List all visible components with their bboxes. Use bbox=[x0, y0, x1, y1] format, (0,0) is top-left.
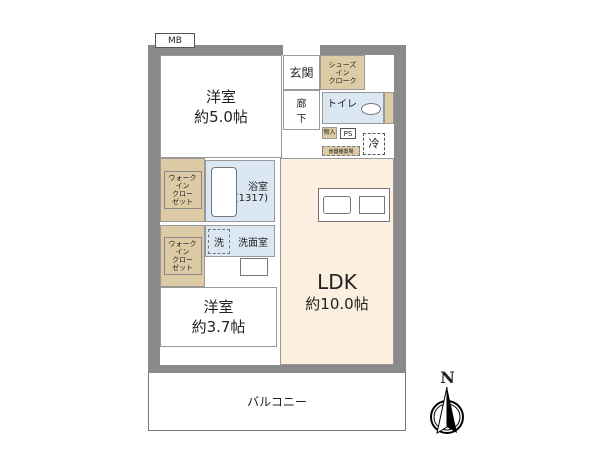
wall-top-right bbox=[320, 45, 406, 55]
sink-icon bbox=[240, 258, 268, 276]
label: 物入 bbox=[323, 129, 336, 136]
label: クローク bbox=[328, 76, 357, 85]
label: ウォーク bbox=[168, 174, 197, 182]
label: イン bbox=[175, 182, 190, 190]
label: ウォーク bbox=[168, 240, 197, 248]
entrance-label: 玄関 bbox=[289, 66, 314, 80]
walk-in-closet-1: ウォークインクローゼット bbox=[160, 158, 205, 222]
label: シューズ bbox=[328, 60, 357, 69]
label: 冷 bbox=[368, 137, 380, 150]
bath-size: (1317) bbox=[234, 193, 268, 204]
dish-rack: 食器棚置場 bbox=[322, 146, 360, 156]
balcony-label: バルコニー bbox=[247, 395, 307, 409]
label: イン bbox=[175, 248, 190, 256]
toilet-shelf bbox=[384, 92, 394, 124]
washer-space: 洗 bbox=[208, 229, 230, 254]
label: 廊 bbox=[296, 99, 307, 110]
label: ゼット bbox=[172, 198, 193, 206]
western-room-1: 洋室 約5.0帖 bbox=[160, 55, 282, 158]
pipe-space: PS bbox=[340, 128, 356, 139]
mb-box: MB bbox=[155, 33, 195, 48]
wall-top bbox=[148, 45, 283, 55]
room-size: 約5.0帖 bbox=[194, 107, 248, 126]
bath-name: 浴室 bbox=[248, 182, 268, 193]
label: 下 bbox=[296, 114, 307, 125]
mb-label: MB bbox=[168, 35, 182, 46]
washroom-label: 洗面室 bbox=[238, 237, 268, 249]
wall-right bbox=[394, 45, 406, 372]
label: 食器棚置場 bbox=[328, 148, 354, 155]
walk-in-closet-2: ウォークインクローゼット bbox=[160, 225, 205, 287]
ldk-name: LDK bbox=[317, 269, 357, 294]
ldk-size: 約10.0帖 bbox=[305, 294, 369, 313]
wall-left bbox=[148, 45, 160, 372]
hallway: 廊下 bbox=[283, 90, 320, 130]
western-room-2: 洋室 約3.7帖 bbox=[160, 287, 277, 347]
toilet: トイレ bbox=[322, 92, 384, 124]
fridge-space: 冷 bbox=[363, 133, 385, 155]
room-name: 洋室 bbox=[205, 87, 236, 106]
entrance: 玄関 bbox=[283, 55, 320, 90]
kitchen-counter bbox=[318, 188, 390, 222]
label: PS bbox=[343, 129, 353, 138]
north-compass-icon: N bbox=[425, 368, 470, 440]
label: クロー bbox=[172, 190, 193, 198]
balcony: バルコニー bbox=[148, 373, 406, 431]
label: ゼット bbox=[172, 264, 193, 272]
bathtub-icon bbox=[211, 167, 237, 217]
storage: 物入 bbox=[322, 127, 337, 139]
bathroom: 浴室 (1317) bbox=[205, 160, 275, 222]
wall-bottom bbox=[148, 365, 406, 373]
sink-icon bbox=[323, 196, 351, 214]
label: 洗 bbox=[214, 238, 224, 249]
room-size: 約3.7帖 bbox=[191, 318, 246, 336]
toilet-label: トイレ bbox=[327, 99, 357, 110]
shoes-closet: シューズインクローク bbox=[320, 55, 365, 90]
north-label: N bbox=[440, 368, 455, 387]
label: クロー bbox=[172, 256, 193, 264]
room-name: 洋室 bbox=[203, 298, 234, 316]
label: イン bbox=[335, 68, 350, 77]
stove-icon bbox=[359, 196, 385, 214]
toilet-bowl-icon bbox=[361, 103, 381, 115]
washroom: 洗 洗面室 bbox=[205, 225, 275, 257]
